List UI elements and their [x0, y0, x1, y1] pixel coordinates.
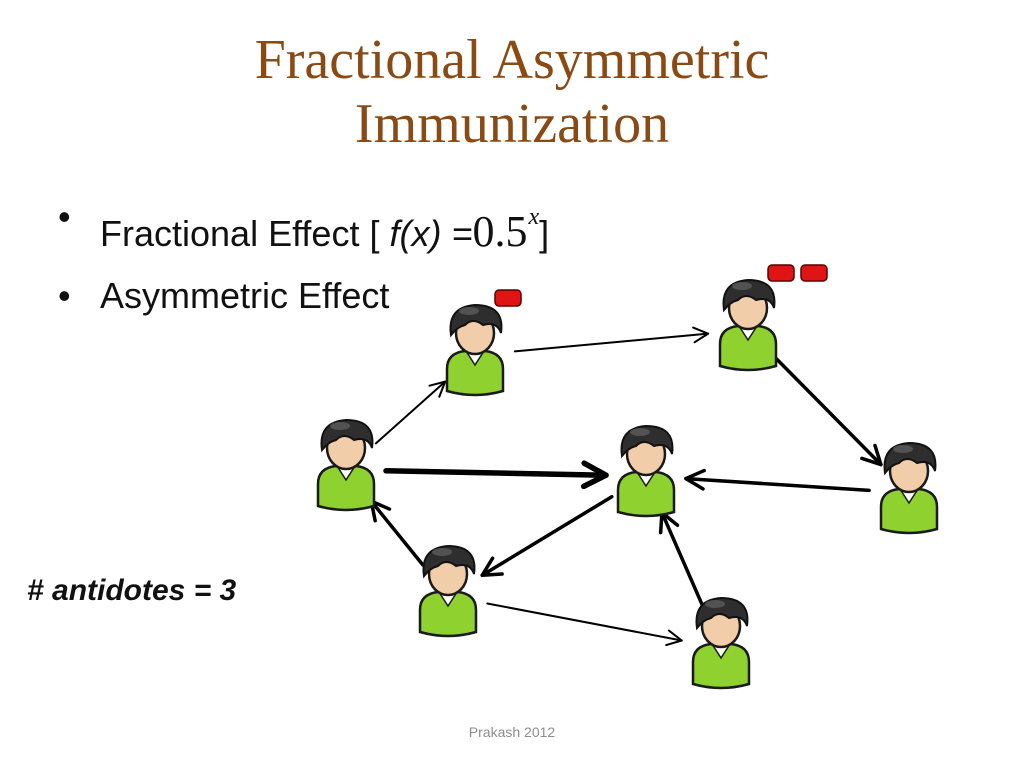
bullet-list: • Fractional Effect [ f(x) =0.5x] • Asym… — [58, 186, 549, 327]
edge-left-to-top-left — [374, 380, 447, 445]
antidote-marker-top-left — [494, 289, 522, 307]
edge-bottom-left-to-bottom-right — [486, 602, 683, 647]
antidote-marker-top-right — [767, 264, 795, 282]
slide-footer: Prakash 2012 — [468, 724, 556, 740]
edge-bottom-left-to-left — [369, 499, 425, 567]
edge-top-left-to-top-right — [513, 326, 710, 353]
bullet-marker: • — [58, 275, 71, 316]
person-icon-left — [316, 418, 376, 512]
edge-right-to-center — [684, 468, 871, 493]
formula-exponent: x — [528, 204, 540, 230]
bullet-1-formula: 0.5x — [472, 204, 540, 256]
person-icon-top-left — [445, 303, 505, 397]
bullet-marker: • — [58, 196, 71, 237]
title-line-1: Fractional Asymmetric — [254, 29, 770, 91]
person-icon-center — [616, 424, 676, 518]
edge-center-to-bottom-left — [480, 494, 614, 578]
person-icon-bottom-right — [691, 596, 751, 690]
edge-top-right-to-right — [774, 356, 883, 467]
formula-base: 0.5 — [472, 207, 528, 256]
bullet-1-suffix: ] — [539, 213, 550, 254]
edges — [369, 326, 883, 647]
person-icon-top-right — [718, 278, 778, 372]
edge-left-to-center — [383, 460, 609, 490]
antidote-marker-top-right — [800, 264, 828, 282]
bullet-asymmetric-effect: • Asymmetric Effect — [58, 265, 549, 327]
antidotes-count-label: # antidotes = 3 — [27, 574, 237, 607]
bullet-2-text: Asymmetric Effect — [100, 275, 390, 316]
person-icon-bottom-left — [418, 544, 478, 638]
bullet-1-prefix: Fractional Effect [ — [100, 213, 390, 254]
edge-bottom-right-to-center — [658, 510, 707, 614]
person-icon-right — [879, 441, 939, 535]
title-line-2: Immunization — [354, 93, 670, 155]
slide-title: Fractional Asymmetric Immunization — [0, 28, 1024, 156]
bullet-fractional-effect: • Fractional Effect [ f(x) =0.5x] — [58, 186, 549, 265]
bullet-1-function: f(x) = — [389, 213, 473, 254]
